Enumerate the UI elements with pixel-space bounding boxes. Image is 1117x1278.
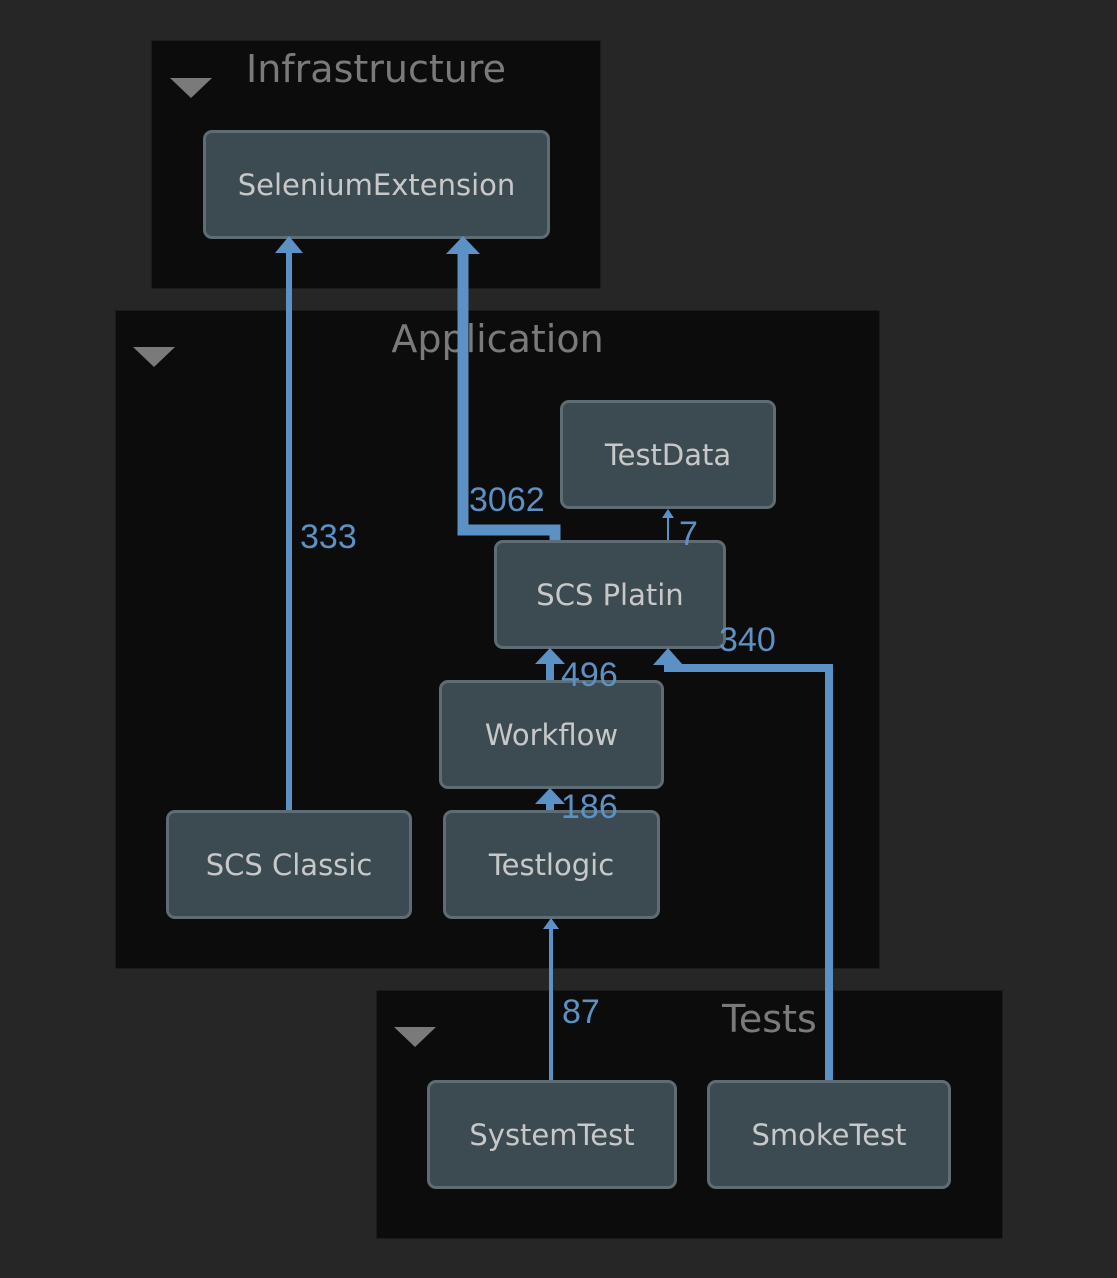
node-selenium-extension[interactable]: SeleniumExtension bbox=[203, 130, 550, 239]
node-test-data[interactable]: TestData bbox=[560, 400, 776, 509]
node-testlogic[interactable]: Testlogic bbox=[443, 810, 660, 919]
group-title-infrastructure: Infrastructure bbox=[245, 47, 507, 91]
collapse-triangle-icon[interactable] bbox=[394, 1027, 436, 1047]
collapse-triangle-icon[interactable] bbox=[133, 347, 175, 367]
node-smoke-test[interactable]: SmokeTest bbox=[707, 1080, 951, 1189]
collapse-triangle-icon[interactable] bbox=[170, 78, 212, 98]
group-title-tests: Tests bbox=[722, 997, 817, 1041]
node-workflow[interactable]: Workflow bbox=[439, 680, 664, 789]
group-title-application: Application bbox=[391, 317, 604, 361]
node-scs-classic[interactable]: SCS Classic bbox=[166, 810, 412, 919]
node-system-test[interactable]: SystemTest bbox=[427, 1080, 677, 1189]
node-scs-platin[interactable]: SCS Platin bbox=[494, 540, 726, 649]
